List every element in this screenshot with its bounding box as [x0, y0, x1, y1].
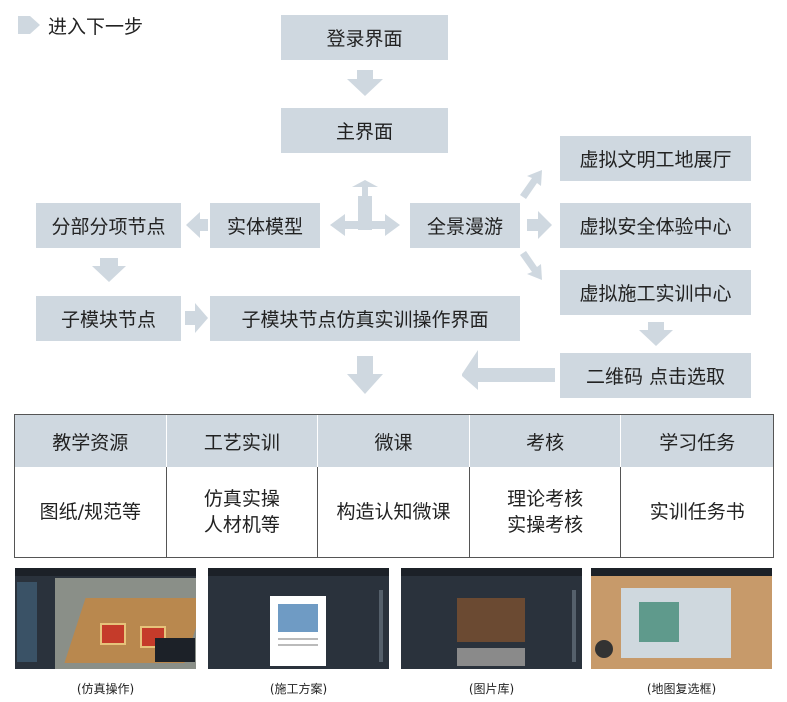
map-area	[639, 602, 679, 642]
scrollbar[interactable]	[379, 590, 383, 662]
arrow-left-entity-split	[186, 212, 208, 238]
table-cell: 实训任务书	[621, 467, 773, 557]
arrow-down-login-main	[347, 70, 383, 96]
caption: (施工方案)	[269, 682, 328, 696]
node-sim-interface[interactable]: 子模块节点仿真实训操作界面	[210, 296, 520, 341]
table-header[interactable]: 考核	[469, 415, 622, 467]
table-header[interactable]: 学习任务	[621, 415, 773, 467]
table-cell: 构造认知微课	[318, 467, 470, 557]
document-image	[278, 604, 318, 632]
gallery-image	[457, 598, 525, 642]
node-civil-hall[interactable]: 虚拟文明工地展厅	[560, 136, 751, 181]
legend-label: 进入下一步	[48, 15, 144, 38]
joystick-icon[interactable]	[595, 640, 613, 658]
arrow-down-sim-table	[347, 356, 383, 394]
arrow-right-sub-sim	[185, 303, 208, 333]
node-entity-model[interactable]: 实体模型	[210, 203, 320, 248]
caption: (图片库)	[468, 682, 515, 696]
arrows-layer	[92, 70, 673, 394]
feature-table: 教学资源 工艺实训 微课 考核 学习任务 图纸/规范等 仿真实操 人材机等 构造…	[14, 414, 774, 558]
screenshot-simulation[interactable]	[15, 568, 196, 669]
table-header[interactable]: 微课	[318, 415, 470, 467]
tool-panel[interactable]	[17, 582, 37, 662]
cell-line: 理论考核	[507, 488, 584, 510]
table-cell: 理论考核 实操考核	[469, 467, 622, 557]
legend: 进入下一步	[16, 10, 143, 40]
node-split-nodes[interactable]: 分部分项节点	[36, 203, 181, 248]
scene-marker	[100, 623, 126, 645]
arrow-right-panorama-safety	[527, 211, 552, 239]
arrow-cross	[330, 180, 400, 236]
caption: (仿真操作)	[76, 682, 135, 696]
arrow-down-split-sub	[92, 258, 126, 282]
table-header[interactable]: 教学资源	[15, 415, 167, 467]
arrow-back-qrcode-sim	[462, 350, 555, 390]
node-main[interactable]: 主界面	[281, 108, 448, 153]
gallery-image	[457, 648, 525, 666]
arrow-down-construction-qrcode	[639, 322, 673, 346]
cell-line: 实操考核	[507, 514, 584, 536]
arrow-upright-panorama-hall	[520, 170, 542, 199]
node-construction-center[interactable]: 虚拟施工实训中心	[560, 270, 751, 315]
screenshot-plan[interactable]	[208, 568, 389, 669]
table-cell: 仿真实操 人材机等	[166, 467, 319, 557]
scrollbar[interactable]	[572, 590, 576, 662]
node-login[interactable]: 登录界面	[281, 15, 448, 60]
cell-line: 实训任务书	[649, 501, 745, 523]
cell-line: 仿真实操	[203, 488, 280, 510]
document-line	[278, 638, 318, 640]
caption: (地图复选框)	[646, 682, 717, 696]
node-panorama[interactable]: 全景漫游	[410, 203, 520, 248]
right-arrow-icon	[18, 16, 40, 34]
node-safety-center[interactable]: 虚拟安全体验中心	[560, 203, 751, 248]
screenshot-map[interactable]	[591, 568, 772, 669]
info-panel	[155, 638, 195, 662]
cell-line: 构造认知微课	[336, 501, 451, 523]
document-page	[270, 596, 326, 666]
document-line	[278, 644, 318, 646]
table-cell: 图纸/规范等	[15, 467, 167, 557]
screenshot-titlebar	[591, 568, 772, 576]
screenshot-titlebar	[401, 568, 582, 576]
screenshot-titlebar	[15, 568, 196, 576]
screenshot-titlebar	[208, 568, 389, 576]
node-sub-module-nodes[interactable]: 子模块节点	[36, 296, 181, 341]
screenshot-gallery[interactable]	[401, 568, 582, 669]
arrow-downright-panorama-construction	[520, 251, 542, 280]
cell-line: 图纸/规范等	[39, 501, 141, 523]
table-header[interactable]: 工艺实训	[166, 415, 319, 467]
node-qrcode[interactable]: 二维码 点击选取	[560, 353, 751, 398]
cell-line: 人材机等	[203, 514, 280, 536]
